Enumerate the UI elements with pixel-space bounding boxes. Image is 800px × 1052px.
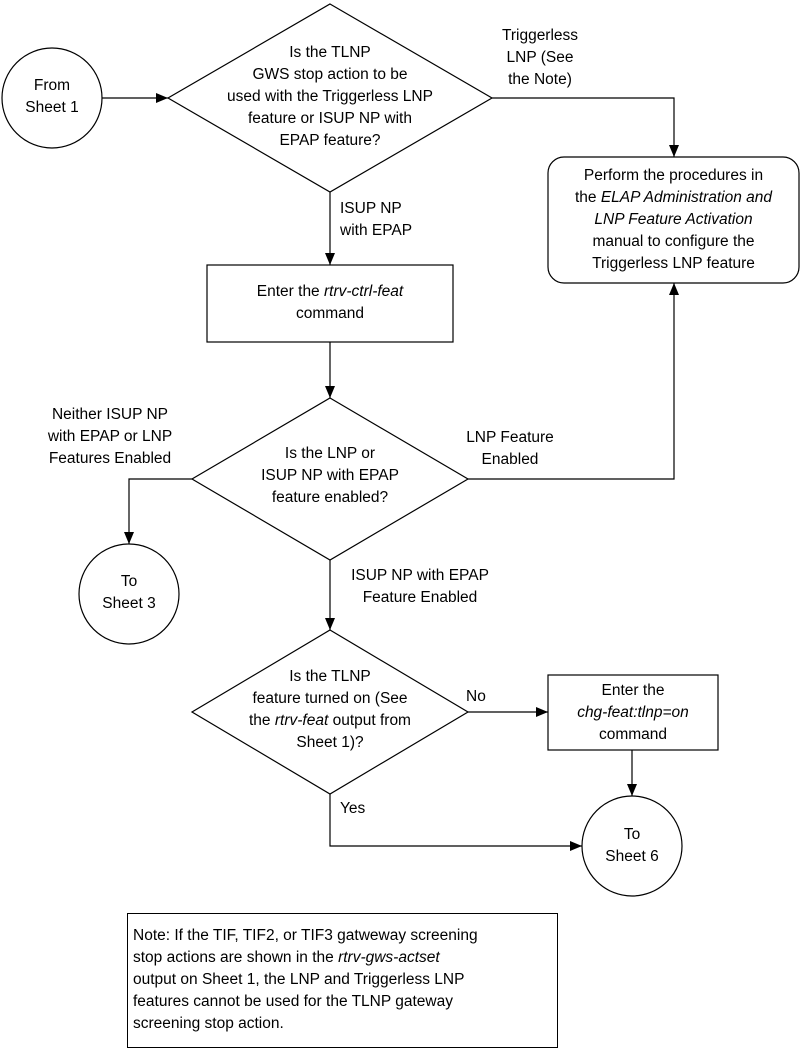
no-branch-label: No (466, 688, 486, 705)
rtrv-ctrl-feat-box-text: Enter the rtrv-ctrl-feat command (256, 283, 404, 322)
to-sheet6-label: To Sheet 6 (605, 826, 659, 865)
lnp-enabled-branch-label: LNP Feature Enabled (466, 429, 554, 468)
note-box: Note: If the TIF, TIF2, or TIF3 gatweway… (127, 913, 558, 1048)
decision3-question: Is the TLNP feature turned on (See the r… (249, 668, 411, 751)
triggerless-branch-label: Triggerless LNP (See the Note) (501, 27, 579, 88)
isup-enabled-branch-label: ISUP NP with EPAP Feature Enabled (351, 567, 489, 606)
start-label: From Sheet 1 (25, 77, 79, 116)
to-sheet3-label: To Sheet 3 (102, 573, 156, 612)
isup-epap-branch-label: ISUP NP with EPAP (340, 200, 413, 239)
decision2-question: Is the LNP or ISUP NP with EPAP feature … (261, 445, 399, 506)
decision1-question: Is the TLNP GWS stop action to be used w… (227, 44, 433, 149)
procedure-box-text: Perform the procedures in the ELAP Admin… (574, 167, 773, 272)
chg-feat-box-text: Enter the chg-feat:tlnp=on command (577, 682, 689, 743)
arrow-decision1-to-procedure (492, 97, 679, 157)
neither-branch-label: Neither ISUP NP with EPAP or LNP Feature… (47, 406, 173, 467)
yes-branch-label: Yes (340, 800, 366, 817)
arrow-decision3-to-sheet6 (329, 794, 582, 851)
arrow-decision2-to-procedure (468, 283, 679, 480)
arrow-decision2-to-sheet3 (124, 478, 192, 544)
